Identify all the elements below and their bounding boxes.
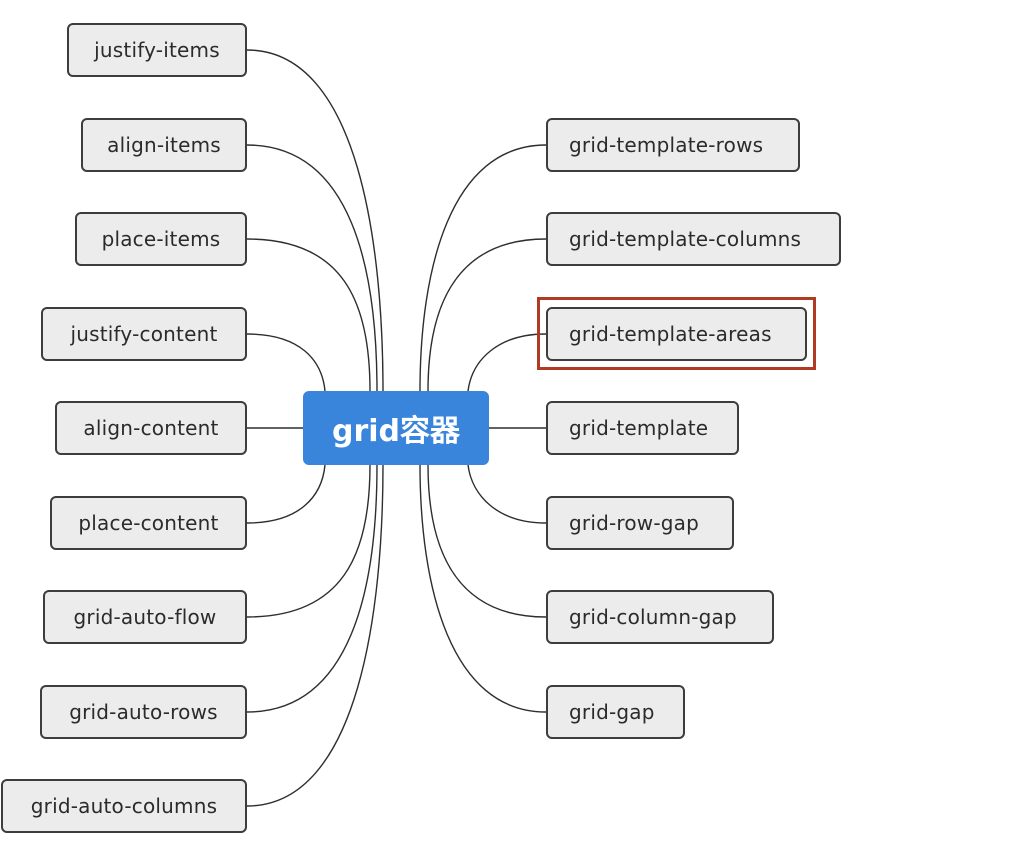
node-grid-template-areas[interactable]: grid-template-areas <box>546 307 807 361</box>
connector-justify-items <box>246 49 384 392</box>
node-align-content[interactable]: align-content <box>55 401 247 455</box>
highlight-box <box>537 297 816 370</box>
connector-grid-column-gap <box>427 464 547 618</box>
connector-justify-content <box>246 333 326 392</box>
center-node[interactable]: grid容器 <box>303 391 489 465</box>
connector-grid-auto-flow <box>246 464 371 618</box>
node-grid-gap[interactable]: grid-gap <box>546 685 685 739</box>
node-place-items[interactable]: place-items <box>75 212 247 266</box>
node-grid-auto-rows[interactable]: grid-auto-rows <box>40 685 247 739</box>
node-grid-template-rows[interactable]: grid-template-rows <box>546 118 800 172</box>
connector-grid-gap <box>419 464 547 713</box>
connector-place-content <box>246 464 326 524</box>
node-grid-auto-flow[interactable]: grid-auto-flow <box>43 590 247 644</box>
node-grid-template[interactable]: grid-template <box>546 401 739 455</box>
connector-grid-row-gap <box>467 464 547 524</box>
connector-place-items <box>246 238 371 392</box>
node-place-content[interactable]: place-content <box>50 496 247 550</box>
node-grid-auto-columns[interactable]: grid-auto-columns <box>1 779 247 833</box>
node-grid-template-columns[interactable]: grid-template-columns <box>546 212 841 266</box>
connector-grid-template-rows <box>419 144 547 392</box>
node-grid-row-gap[interactable]: grid-row-gap <box>546 496 734 550</box>
connector-grid-template-areas <box>467 333 547 392</box>
connector-align-items <box>246 144 378 392</box>
connector-grid-auto-columns <box>246 464 384 807</box>
node-align-items[interactable]: align-items <box>81 118 247 172</box>
node-justify-content[interactable]: justify-content <box>41 307 247 361</box>
connector-grid-template-columns <box>427 238 547 392</box>
node-grid-column-gap[interactable]: grid-column-gap <box>546 590 774 644</box>
node-justify-items[interactable]: justify-items <box>67 23 247 77</box>
connector-grid-auto-rows <box>246 464 378 713</box>
